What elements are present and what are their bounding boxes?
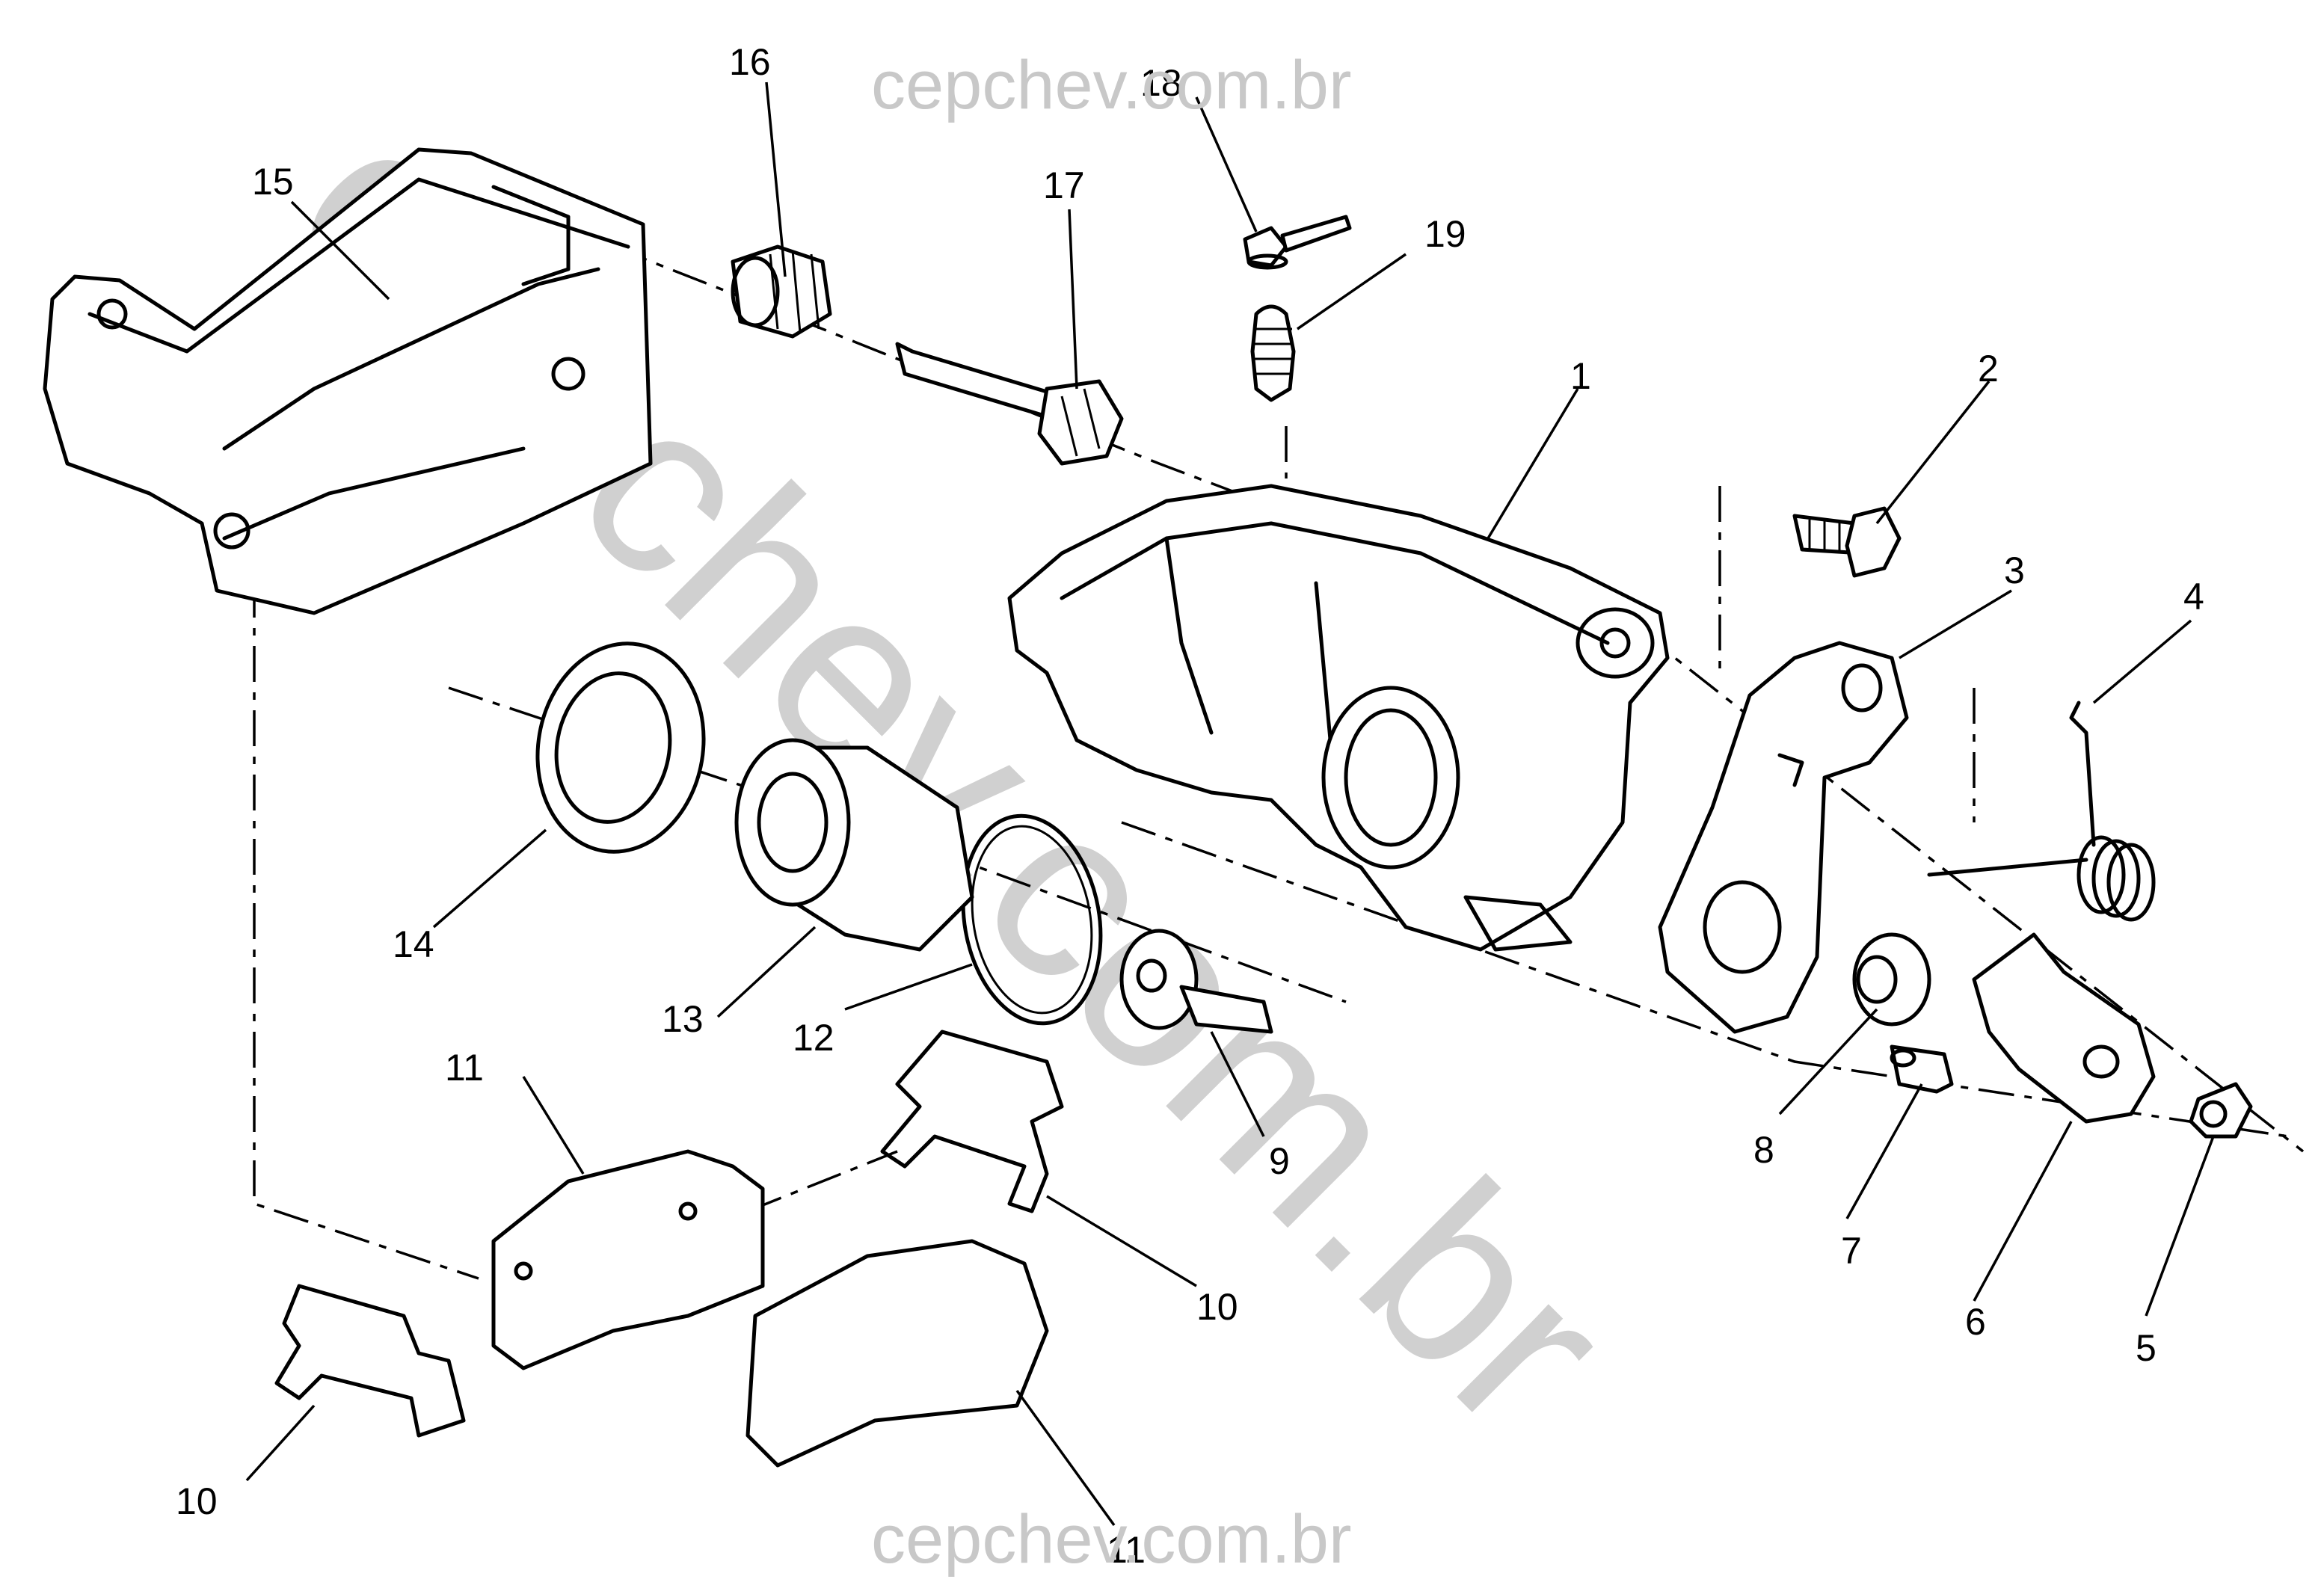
callout-10-right: 10: [1196, 1286, 1238, 1328]
actuator-shaft: [1119, 929, 1273, 1034]
brake-pad-outer: [746, 1239, 1049, 1468]
guide-pin-boot: [731, 244, 832, 339]
lever-nut: [2189, 1082, 2253, 1139]
o-ring: [961, 813, 1103, 1026]
actuator-lever-arm: [1972, 932, 2156, 1124]
callout-1: 1: [1570, 355, 1591, 397]
piston-boot: [535, 641, 706, 854]
callout-labels: 1 2 3 4 5 6 7 8 9 10 10 11 11 12 13 14 1…: [176, 41, 2204, 1571]
callout-18: 18: [1140, 62, 1182, 104]
bleeder-valve: [1250, 304, 1296, 402]
callout-13: 13: [662, 998, 704, 1040]
callout-9: 9: [1269, 1140, 1290, 1182]
callout-4: 4: [2183, 576, 2204, 618]
callout-8: 8: [1753, 1129, 1774, 1171]
caliper-bracket: [43, 147, 653, 615]
callout-11-top: 11: [445, 1047, 484, 1089]
guide-pin-bolt: [895, 342, 1124, 466]
bottom-watermark: cepchev.com.br: [871, 1501, 1352, 1578]
callout-3: 3: [2004, 550, 2025, 591]
callout-6: 6: [1965, 1301, 1986, 1343]
top-watermark: cepchev.com.br: [871, 47, 1352, 123]
callout-12: 12: [793, 1017, 834, 1059]
callout-19: 19: [1424, 213, 1466, 255]
callout-11-bottom: 11: [1107, 1529, 1146, 1571]
brake-pad-inner: [491, 1149, 765, 1370]
lever-bolt: [1792, 506, 1902, 578]
return-spring: [1927, 701, 2156, 922]
callout-2: 2: [1978, 348, 1999, 390]
adjuster-screw: [1890, 1044, 1954, 1094]
pad-retainer-clip-lower: [274, 1284, 466, 1438]
callout-10-left: 10: [176, 1480, 218, 1522]
caliper-housing: [1007, 484, 1670, 952]
callout-16: 16: [729, 41, 771, 83]
callout-14: 14: [393, 923, 434, 965]
bleeder-valve-cap: [1243, 215, 1352, 270]
callout-17: 17: [1043, 164, 1085, 206]
callout-5: 5: [2136, 1327, 2157, 1369]
callout-7: 7: [1841, 1230, 1862, 1272]
pad-retainer-clip-upper: [880, 1030, 1064, 1213]
caliper-piston: [734, 738, 974, 952]
shaft-seal: [1852, 932, 1931, 1027]
callout-15: 15: [252, 161, 294, 203]
leader-lines: [245, 81, 2215, 1527]
o-ring-inner: [971, 825, 1093, 1015]
park-brake-lever: [1658, 641, 1909, 1034]
